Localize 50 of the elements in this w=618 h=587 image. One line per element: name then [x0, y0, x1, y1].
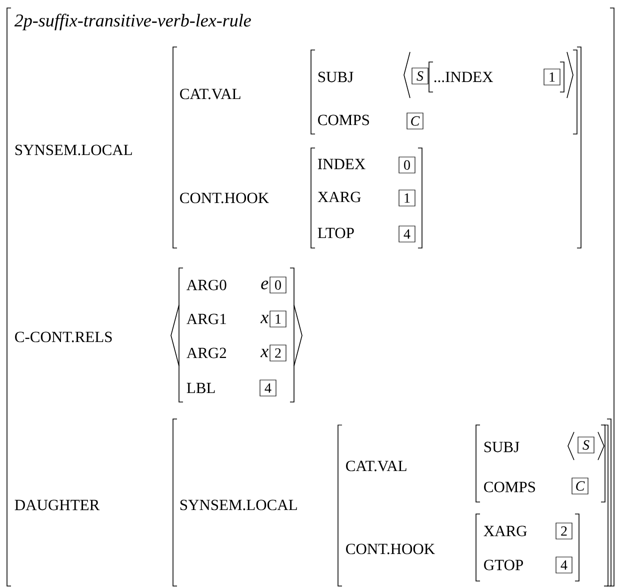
tag-box: 0 [270, 276, 286, 294]
avm-matrix [428, 62, 564, 92]
avm-matrix [476, 424, 606, 502]
tag-box: S [578, 436, 594, 454]
feature-label: ...INDEX [434, 72, 493, 82]
feature-label: SYNSEM.LOCAL [15, 144, 132, 156]
feature-label: DAUGHTER [14, 500, 100, 510]
tag-box: 2 [270, 344, 286, 362]
feature-label: GTOP [484, 560, 523, 570]
avm-matrix [172, 418, 612, 586]
feature-label: XARG [318, 192, 361, 202]
feature-label: CONT.HOOK [180, 192, 269, 204]
feature-label: SUBJ [318, 72, 354, 82]
avm-matrix [172, 46, 582, 248]
tag-box: 1 [398, 190, 416, 206]
value-label: x [260, 314, 268, 324]
feature-label: INDEX [318, 158, 366, 170]
type-label: 2p-suffix-transitive-verb-lex-rule [14, 14, 251, 30]
tag-box: C [572, 478, 588, 494]
value-label: e [261, 280, 268, 290]
feature-label: COMPS [484, 482, 535, 492]
avm-matrix [310, 50, 578, 134]
feature-label: ARG1 [186, 314, 226, 324]
tag-box: 4 [260, 380, 276, 396]
avm-matrix [310, 148, 422, 248]
feature-label: ARG0 [186, 280, 226, 290]
feature-label: C-CONT.RELS [15, 332, 112, 342]
feature-label: CAT.VAL [180, 88, 240, 100]
value-label: x [260, 348, 268, 358]
tag-box: 1 [544, 68, 560, 86]
avm-matrix [476, 514, 580, 582]
feature-label: ARG2 [186, 348, 226, 358]
feature-label: SUBJ [484, 442, 520, 452]
avm-matrix [178, 268, 294, 402]
feature-label: COMPS [318, 114, 369, 126]
feature-label: CONT.HOOK [346, 544, 435, 554]
feature-label: CAT.VAL [346, 460, 406, 472]
feature-label: SYNSEM.LOCAL [180, 500, 297, 510]
tag-box: 2 [556, 522, 572, 540]
tag-box: S [412, 68, 428, 84]
feature-label: XARG [484, 526, 527, 536]
tag-box: C [406, 112, 424, 130]
avm-matrix [6, 8, 614, 586]
avm-matrix [338, 424, 608, 586]
feature-label: LBL [186, 382, 215, 394]
feature-label: LTOP [318, 228, 354, 238]
tag-box: 0 [398, 156, 416, 174]
tag-box: 4 [398, 226, 416, 242]
tag-box: 1 [270, 310, 286, 328]
tag-box: 4 [556, 556, 572, 574]
